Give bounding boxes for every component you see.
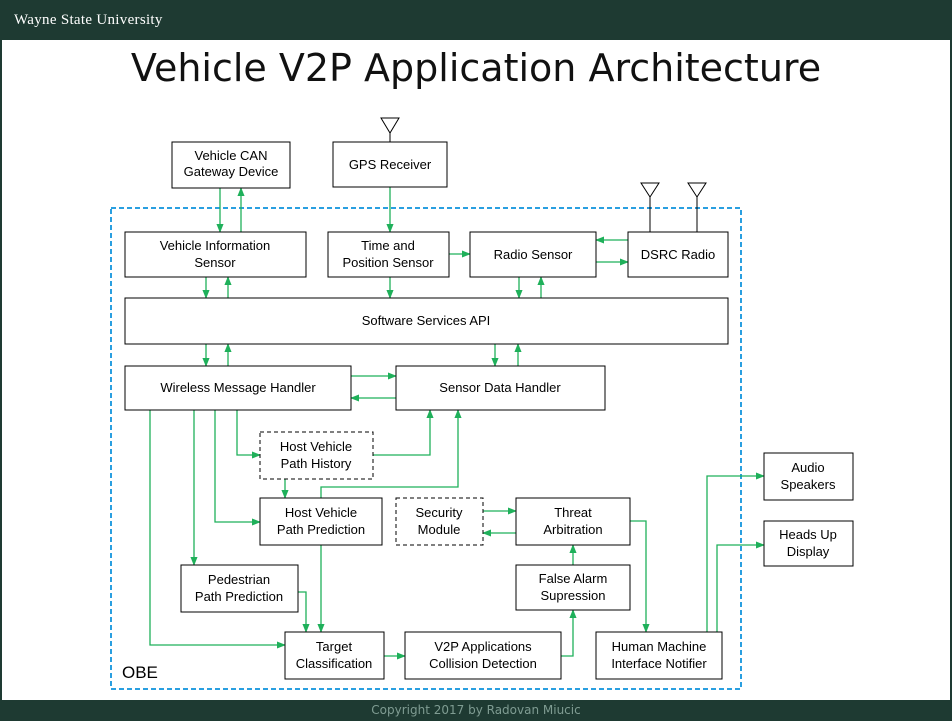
vis-line2: Sensor bbox=[194, 255, 236, 270]
block-dsrc-radio: DSRC Radio bbox=[627, 231, 729, 278]
block-target-classification: Target Classification bbox=[284, 631, 385, 680]
copyright-text: Copyright 2017 by Radovan Miucic bbox=[371, 703, 581, 717]
hud-line2: Display bbox=[787, 544, 830, 559]
block-can-gateway: Vehicle CAN Gateway Device bbox=[171, 141, 291, 189]
api-label: Software Services API bbox=[362, 313, 491, 328]
can-gateway-line2: Gateway Device bbox=[184, 164, 279, 179]
block-wireless-message-handler: Wireless Message Handler bbox=[124, 365, 352, 411]
university-logo-text: Wayne State University bbox=[14, 12, 163, 28]
block-security-module: Security Module bbox=[395, 497, 484, 546]
false-alarm-line2: Supression bbox=[540, 588, 605, 603]
hmi-line2: Interface Notifier bbox=[611, 656, 707, 671]
audio-line1: Audio bbox=[791, 460, 824, 475]
block-pedestrian-path-prediction: Pedestrian Path Prediction bbox=[180, 564, 299, 613]
obe-label: OBE bbox=[122, 663, 158, 682]
gps-receiver-label: GPS Receiver bbox=[349, 157, 432, 172]
block-hmi-notifier: Human Machine Interface Notifier bbox=[595, 631, 723, 680]
block-sensor-data-handler: Sensor Data Handler bbox=[395, 365, 606, 411]
architecture-diagram: OBE bbox=[110, 117, 854, 690]
block-threat-arbitration: Threat Arbitration bbox=[515, 497, 631, 546]
block-false-alarm-supression: False Alarm Supression bbox=[515, 564, 631, 611]
block-software-services-api: Software Services API bbox=[124, 297, 729, 345]
security-line2: Module bbox=[418, 522, 461, 537]
connectors bbox=[149, 187, 765, 660]
hvpp-line1: Host Vehicle bbox=[285, 505, 357, 520]
target-line1: Target bbox=[316, 639, 353, 654]
block-gps-receiver: GPS Receiver bbox=[332, 141, 448, 188]
hmi-line1: Human Machine bbox=[612, 639, 707, 654]
hvpp-line2: Path Prediction bbox=[277, 522, 365, 537]
block-vehicle-information-sensor: Vehicle Information Sensor bbox=[124, 231, 307, 278]
ppp-line1: Pedestrian bbox=[208, 572, 270, 587]
top-bar: Wayne State University bbox=[0, 0, 952, 40]
tps-line1: Time and bbox=[361, 238, 415, 253]
left-border bbox=[0, 40, 2, 700]
radio-sensor-label: Radio Sensor bbox=[494, 247, 573, 262]
block-audio-speakers: Audio Speakers bbox=[763, 452, 854, 501]
vis-line1: Vehicle Information bbox=[160, 238, 271, 253]
ppp-line2: Path Prediction bbox=[195, 589, 283, 604]
collision-line1: V2P Applications bbox=[434, 639, 532, 654]
slide-title: Vehicle V2P Application Architecture bbox=[130, 46, 822, 90]
threat-line1: Threat bbox=[554, 505, 592, 520]
hud-line1: Heads Up bbox=[779, 527, 837, 542]
block-radio-sensor: Radio Sensor bbox=[469, 231, 597, 278]
block-time-position-sensor: Time and Position Sensor bbox=[327, 231, 450, 278]
hvph-line2: Path History bbox=[281, 456, 352, 471]
obe-boundary bbox=[110, 207, 742, 690]
security-line1: Security bbox=[416, 505, 463, 520]
hvph-line1: Host Vehicle bbox=[280, 439, 352, 454]
block-heads-up-display: Heads Up Display bbox=[763, 520, 854, 567]
gps-antenna-icon bbox=[380, 117, 400, 142]
tps-line2: Position Sensor bbox=[342, 255, 434, 270]
audio-line2: Speakers bbox=[781, 477, 836, 492]
dsrc-radio-label: DSRC Radio bbox=[641, 247, 715, 262]
sdh-label: Sensor Data Handler bbox=[439, 380, 561, 395]
footer-bar bbox=[0, 700, 952, 721]
collision-line2: Collision Detection bbox=[429, 656, 537, 671]
target-line2: Classification bbox=[296, 656, 373, 671]
block-host-vehicle-path-prediction: Host Vehicle Path Prediction bbox=[259, 497, 383, 546]
block-v2p-collision-detection: V2P Applications Collision Detection bbox=[404, 631, 562, 680]
can-gateway-line1: Vehicle CAN bbox=[195, 148, 268, 163]
false-alarm-line1: False Alarm bbox=[539, 571, 608, 586]
right-border bbox=[950, 40, 952, 700]
wmh-label: Wireless Message Handler bbox=[160, 380, 316, 395]
threat-line2: Arbitration bbox=[543, 522, 602, 537]
dsrc-antenna-icon bbox=[640, 182, 707, 233]
block-host-vehicle-path-history: Host Vehicle Path History bbox=[259, 431, 374, 480]
